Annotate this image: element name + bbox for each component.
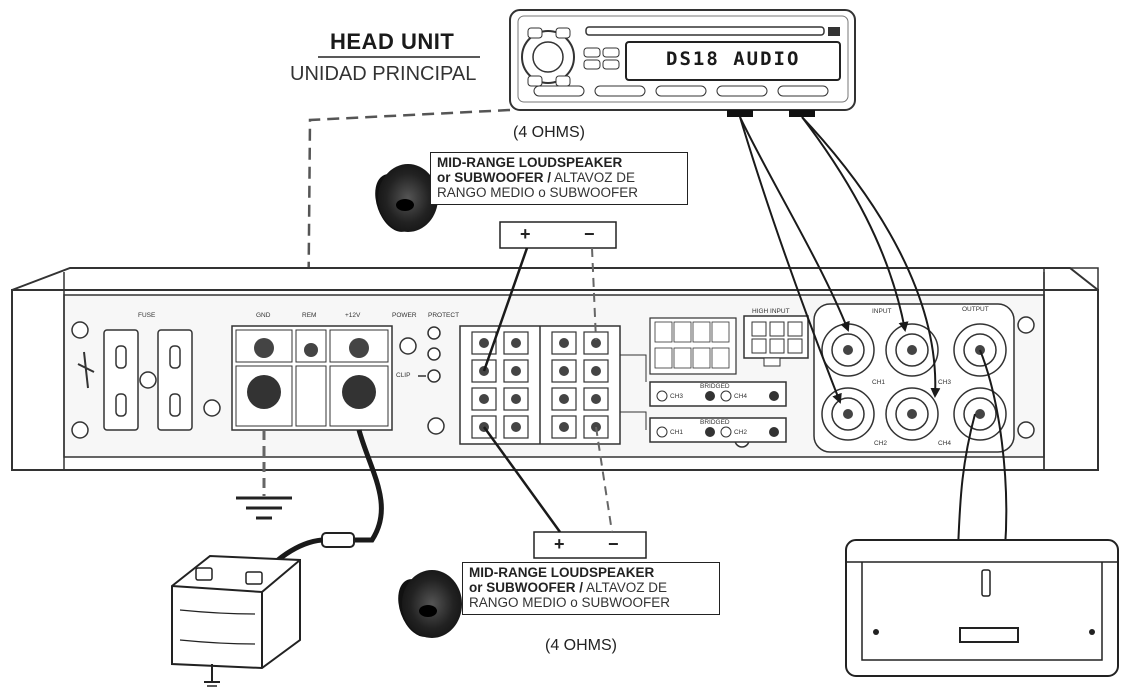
amp-bridge-ch3-label: CH3	[670, 393, 684, 400]
amp-ch4-label: CH4	[938, 440, 952, 447]
amp-bridged-34-label: BRIDGED	[700, 383, 730, 390]
amp-fuse-label: FUSE	[138, 312, 156, 319]
amp-gnd-label: GND	[256, 312, 271, 319]
bottom-speaker-ohms: (4 OHMS)	[545, 637, 617, 654]
amp-ch3-label: CH3	[938, 379, 952, 386]
top-speaker	[375, 164, 438, 232]
power-cable	[354, 429, 384, 543]
amp-protect-label: PROTECT	[428, 312, 460, 319]
bottom-speaker-minus-wire	[595, 426, 613, 533]
ground-symbol	[236, 430, 292, 520]
head-unit	[509, 9, 856, 117]
head-unit-subtitle: UNIDAD PRINCIPAL	[290, 63, 477, 85]
amp-power-label: POWER	[392, 312, 417, 319]
amp-bridge-ch2-label: CH2	[734, 429, 748, 436]
top-speaker-minus: −	[584, 224, 595, 244]
bottom-speaker-plus-wire	[482, 426, 562, 533]
inline-fuse	[321, 532, 355, 548]
amplifier	[11, 267, 1099, 471]
top-speaker-line3: RANGO MEDIO o SUBWOOFER	[437, 184, 639, 200]
amp-bridge-ch1-label: CH1	[670, 429, 684, 436]
bottom-speaker	[398, 570, 462, 638]
top-speaker-plus-wire	[482, 247, 529, 372]
amp-output-label: OUTPUT	[962, 306, 989, 313]
amp-bridge-ch4-label: CH4	[734, 393, 748, 400]
amp-ch1-label: CH1	[872, 379, 886, 386]
bottom-speaker-line2-bold: or SUBWOOFER /	[469, 579, 583, 595]
bottom-speaker-line1: MID-RANGE LOUDSPEAKER	[469, 565, 655, 580]
top-speaker-line2-bold: or SUBWOOFER /	[437, 169, 551, 185]
bottom-speaker-plus: +	[554, 534, 565, 554]
top-speaker-minus-wire	[591, 247, 597, 341]
amp-rem-label: REM	[302, 312, 317, 319]
top-speaker-ohms: (4 OHMS)	[513, 124, 585, 141]
bottom-speaker-label: MID-RANGE LOUDSPEAKER or SUBWOOFER / ALT…	[462, 562, 720, 615]
bottom-speaker-minus: −	[608, 534, 619, 554]
head-unit-title: HEAD UNIT	[330, 29, 455, 54]
amp-clip-label: CLIP	[396, 372, 411, 379]
top-speaker-label: MID-RANGE LOUDSPEAKER or SUBWOOFER / ALT…	[430, 152, 688, 205]
bottom-speaker-line2-thin: ALTAVOZ DE	[586, 579, 668, 595]
amp-high-input-label: HIGH INPUT	[752, 308, 790, 315]
amp-12v-label: +12V	[345, 312, 361, 319]
top-speaker-line1: MID-RANGE LOUDSPEAKER	[437, 155, 623, 170]
head-unit-display: DS18 AUDIO	[666, 48, 801, 70]
external-amplifier	[845, 539, 1119, 677]
top-speaker-plus: +	[520, 224, 531, 244]
top-speaker-line2-thin: ALTAVOZ DE	[554, 169, 636, 185]
amp-ch2-label: CH2	[874, 440, 888, 447]
amp-input-label: INPUT	[872, 308, 892, 315]
battery	[171, 554, 301, 687]
bottom-speaker-line3: RANGO MEDIO o SUBWOOFER	[469, 594, 671, 610]
amp-bridged-12-label: BRIDGED	[700, 419, 730, 426]
